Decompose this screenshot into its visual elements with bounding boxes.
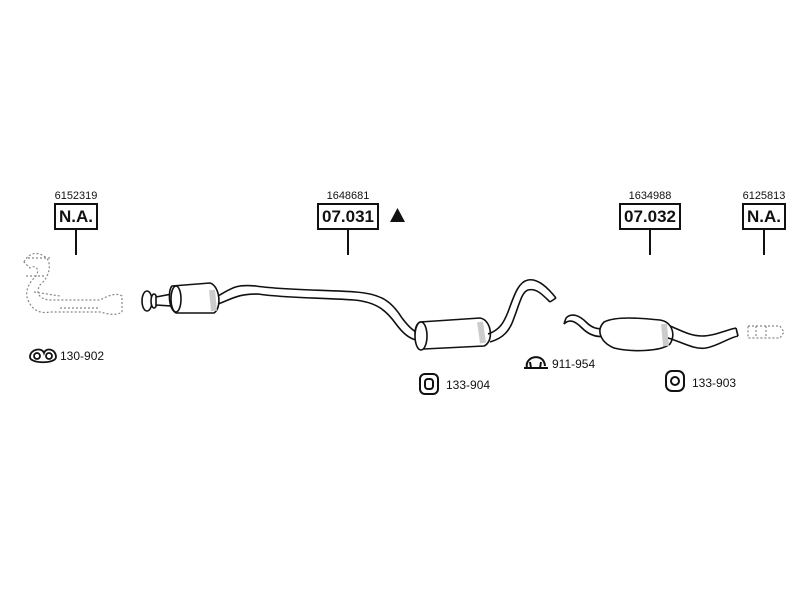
rear-muffler (599, 317, 674, 352)
part-number-box: 07.031 (317, 203, 379, 230)
rubber-mount-icon-133-903 (665, 370, 685, 392)
oe-number: 1634988 (628, 190, 672, 202)
callout-centre-muffler[interactable]: 1648681 07.031 (311, 190, 385, 230)
centre-muffler (414, 317, 492, 351)
part-label-clamp[interactable]: 911-954 (552, 357, 596, 371)
leader-line (763, 229, 765, 255)
leader-line (75, 229, 77, 255)
callout-front-downpipe[interactable]: 6152319 N.A. (50, 190, 102, 230)
callout-tail-end[interactable]: 6125813 N.A. (738, 190, 790, 230)
part-number-box: N.A. (54, 203, 98, 230)
clamp-icon-911-954 (524, 356, 548, 369)
part-number-box: 07.032 (619, 203, 681, 230)
oe-number: 6125813 (742, 190, 786, 202)
tail-end-dotted (747, 325, 785, 339)
rubber-mount-icon-133-904 (419, 373, 439, 395)
part-label-gasket[interactable]: 130-902 (60, 349, 105, 363)
front-section (141, 282, 220, 314)
intermediate-pipe (217, 284, 421, 341)
callout-rear-muffler[interactable]: 1634988 07.032 (612, 190, 688, 230)
part-label-rubber-mount-rear[interactable]: 133-903 (692, 376, 737, 390)
part-label-rubber-mount[interactable]: 133-904 (446, 378, 491, 392)
warning-triangle-icon (390, 208, 405, 222)
mid-pipe-arch (487, 278, 557, 343)
leader-line (649, 229, 651, 255)
leader-line (347, 229, 349, 255)
oe-number: 6152319 (54, 190, 98, 202)
part-number-box: N.A. (742, 203, 786, 230)
oe-number: 1648681 (326, 190, 370, 202)
gasket-icon-130-902 (29, 348, 57, 364)
tail-pipe (667, 325, 739, 350)
front-downpipe-dotted (23, 252, 123, 315)
